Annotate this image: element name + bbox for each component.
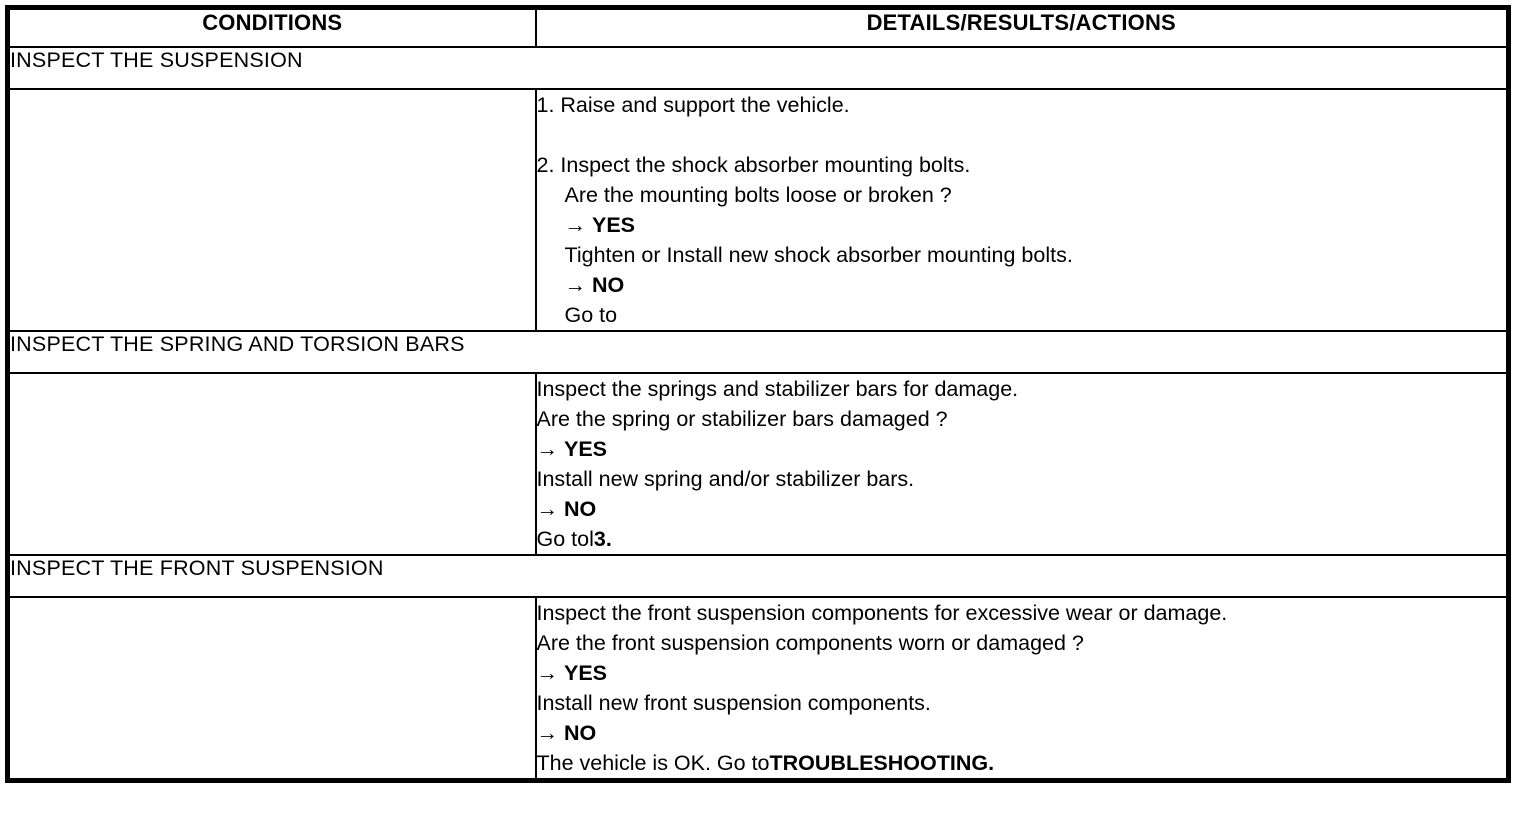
- procedure-line: Install new front suspension components.: [537, 688, 1507, 718]
- section-title: INSPECT THE SPRING AND TORSION BARS: [6, 330, 1510, 374]
- conditions-cell: [6, 88, 537, 332]
- procedure-line: → NO: [537, 718, 1507, 748]
- procedure-text: The vehicle is OK. Go to: [536, 751, 770, 775]
- details-cell: Inspect the front suspension components …: [534, 596, 1510, 782]
- procedure-text: 1. Raise and support the vehicle.: [536, 93, 850, 117]
- details-cell: 1. Raise and support the vehicle. 2. Ins…: [534, 88, 1510, 332]
- procedure-text: Are the mounting bolts loose or broken ?: [564, 183, 952, 207]
- conditions-cell: [6, 372, 537, 556]
- procedure-line: The vehicle is OK. Go toTROUBLESHOOTING.: [537, 748, 1507, 778]
- conditions-column-header: CONDITIONS: [6, 6, 537, 48]
- procedure-line: Inspect the front suspension components …: [537, 598, 1507, 628]
- procedure-line: Are the mounting bolts loose or broken ?: [537, 180, 1507, 210]
- procedure-line: → NO: [537, 494, 1507, 524]
- procedure-line: → YES: [537, 658, 1507, 688]
- emphasized-text: 3.: [593, 527, 612, 551]
- procedure-text: →: [564, 213, 592, 237]
- procedure-line: [537, 120, 1507, 150]
- procedure-text: →: [536, 661, 564, 685]
- procedure-line: → YES: [537, 210, 1507, 240]
- procedure-line: 1. Raise and support the vehicle.: [537, 90, 1507, 120]
- emphasized-text: TROUBLESHOOTING.: [769, 751, 995, 775]
- procedure-line: Tighten or Install new shock absorber mo…: [537, 240, 1507, 270]
- inspection-procedure-table: CONDITIONS DETAILS/RESULTS/ACTIONS INSPE…: [5, 5, 1511, 783]
- procedure-line: Go to: [537, 300, 1507, 330]
- emphasized-text: NO: [563, 497, 597, 521]
- table-row: Inspect the springs and stabilizer bars …: [6, 372, 1510, 556]
- procedure-text: Are the spring or stabilizer bars damage…: [536, 407, 948, 431]
- procedure-text: →: [536, 721, 564, 745]
- procedure-line: 2. Inspect the shock absorber mounting b…: [537, 150, 1507, 180]
- procedure-text: Inspect the springs and stabilizer bars …: [536, 377, 1019, 401]
- emphasized-text: NO: [563, 721, 597, 745]
- details-column-header: DETAILS/RESULTS/ACTIONS: [534, 6, 1510, 48]
- procedure-line: → NO: [537, 270, 1507, 300]
- table-header-row: CONDITIONS DETAILS/RESULTS/ACTIONS: [6, 6, 1510, 48]
- procedure-text: Go to: [564, 303, 618, 327]
- emphasized-text: YES: [591, 213, 636, 237]
- section-title-row: INSPECT THE SPRING AND TORSION BARS: [6, 330, 1510, 374]
- emphasized-text: YES: [563, 437, 608, 461]
- procedure-text: Are the front suspension components worn…: [536, 631, 1084, 655]
- emphasized-text: NO: [591, 273, 625, 297]
- procedure-text: →: [536, 497, 564, 521]
- procedure-text: Install new spring and/or stabilizer bar…: [536, 467, 915, 491]
- procedure-text: Go tol: [536, 527, 594, 551]
- procedure-line: Are the spring or stabilizer bars damage…: [537, 404, 1507, 434]
- details-cell: Inspect the springs and stabilizer bars …: [534, 372, 1510, 556]
- table-row: Inspect the front suspension components …: [6, 596, 1510, 782]
- emphasized-text: YES: [563, 661, 608, 685]
- procedure-line: Inspect the springs and stabilizer bars …: [537, 374, 1507, 404]
- section-title: INSPECT THE FRONT SUSPENSION: [6, 554, 1510, 598]
- section-title: INSPECT THE SUSPENSION: [6, 46, 1510, 90]
- procedure-text: Inspect the front suspension components …: [536, 601, 1228, 625]
- procedure-text: Tighten or Install new shock absorber mo…: [564, 243, 1073, 267]
- procedure-line: Go tol3.: [537, 524, 1507, 554]
- table-row: 1. Raise and support the vehicle. 2. Ins…: [6, 88, 1510, 332]
- procedure-text: 2. Inspect the shock absorber mounting b…: [536, 153, 971, 177]
- section-title-row: INSPECT THE SUSPENSION: [6, 46, 1510, 90]
- procedure-line: → YES: [537, 434, 1507, 464]
- procedure-text: →: [536, 437, 564, 461]
- section-title-row: INSPECT THE FRONT SUSPENSION: [6, 554, 1510, 598]
- procedure-line: Are the front suspension components worn…: [537, 628, 1507, 658]
- conditions-cell: [6, 596, 537, 782]
- procedure-text: Install new front suspension components.: [536, 691, 931, 715]
- procedure-line: Install new spring and/or stabilizer bar…: [537, 464, 1507, 494]
- procedure-text: →: [564, 273, 592, 297]
